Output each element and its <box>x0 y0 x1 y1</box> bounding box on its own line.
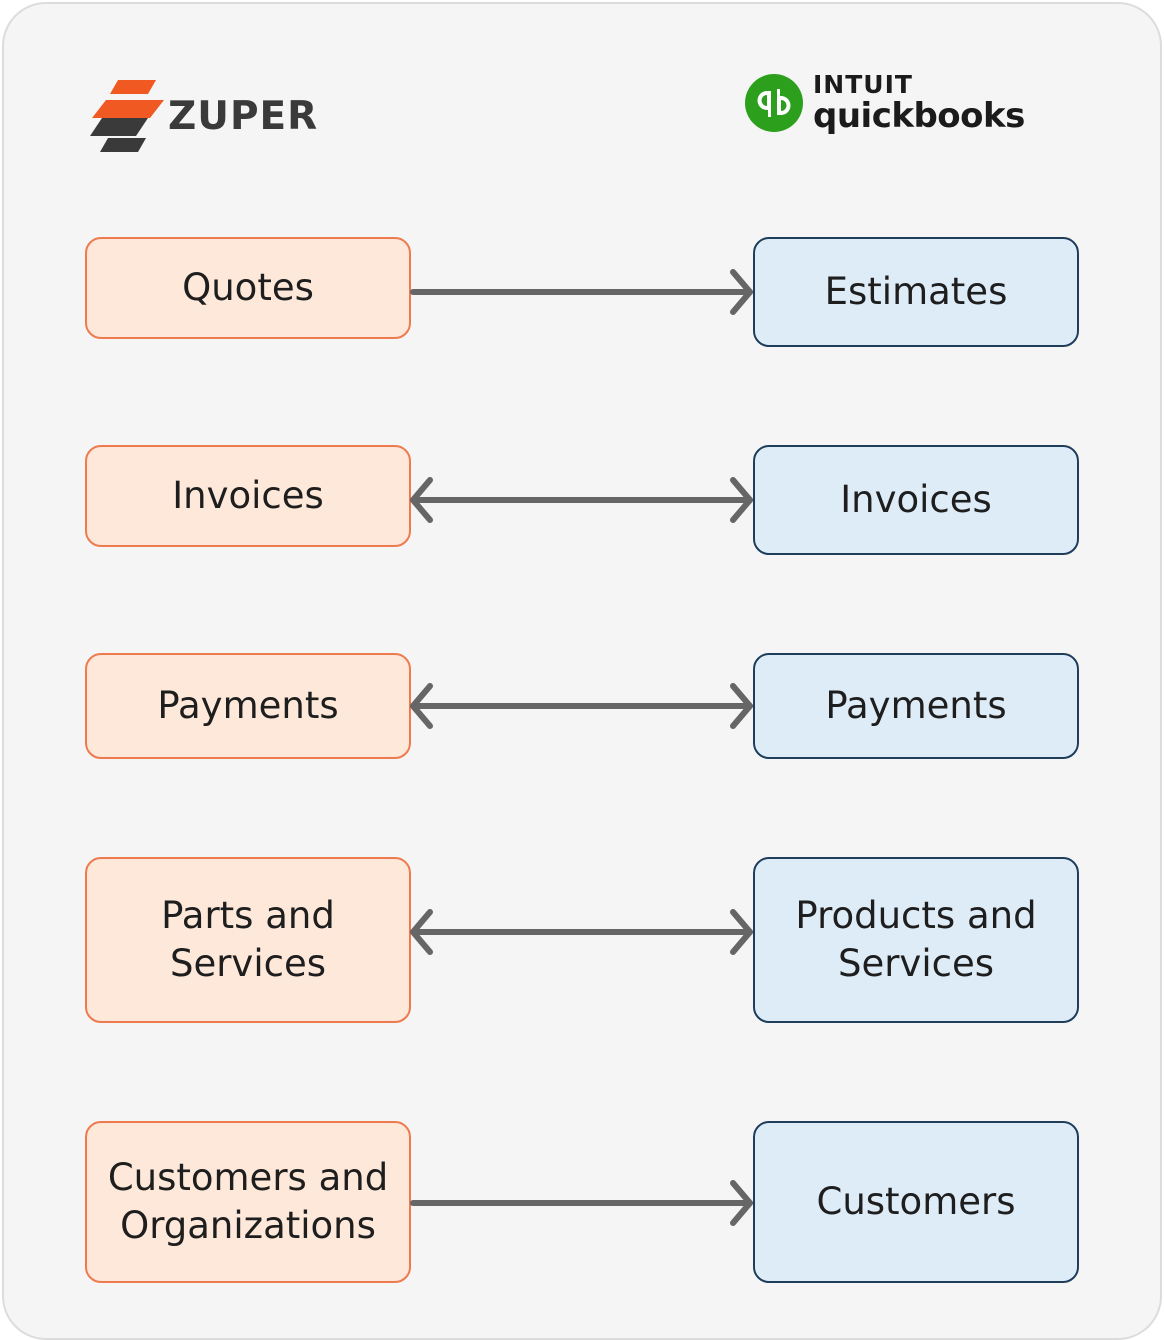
zuper-payments-box: Payments <box>85 653 411 759</box>
quickbooks-customers-label: Customers <box>816 1180 1016 1223</box>
quickbooks-logo: INTUIT quickbooks <box>745 72 1025 133</box>
zuper-payments-label: Payments <box>157 684 339 727</box>
zuper-quotes-label: Quotes <box>182 266 314 309</box>
zuper-logo: ZUPER <box>90 78 318 152</box>
quickbooks-invoices-label: Invoices <box>840 478 992 521</box>
zuper-quotes-box: Quotes <box>85 237 411 339</box>
zuper-invoices-box: Invoices <box>85 445 411 547</box>
zuper-parts-services-label: Parts and Services <box>161 894 335 985</box>
quickbooks-products-services-label: Products and Services <box>795 894 1037 985</box>
quickbooks-customers-box: Customers <box>753 1121 1079 1283</box>
quickbooks-payments-label: Payments <box>825 684 1007 727</box>
quickbooks-products-services-box: Products and Services <box>753 857 1079 1023</box>
quickbooks-logo-wordmark: quickbooks <box>813 96 1025 136</box>
zuper-invoices-label: Invoices <box>172 474 324 517</box>
zuper-customers-organizations-box: Customers and Organizations <box>85 1121 411 1283</box>
quickbooks-estimates-box: Estimates <box>753 237 1079 347</box>
quickbooks-logo-intuit-text: INTUIT <box>813 70 913 99</box>
zuper-logo-text: ZUPER <box>168 93 319 139</box>
zuper-customers-organizations-label: Customers and Organizations <box>107 1156 389 1247</box>
quickbooks-logo-icon <box>745 73 803 132</box>
quickbooks-invoices-box: Invoices <box>753 445 1079 555</box>
zuper-parts-services-box: Parts and Services <box>85 857 411 1023</box>
quickbooks-payments-box: Payments <box>753 653 1079 759</box>
zuper-logo-mark-icon <box>90 80 164 152</box>
quickbooks-estimates-label: Estimates <box>824 270 1008 313</box>
